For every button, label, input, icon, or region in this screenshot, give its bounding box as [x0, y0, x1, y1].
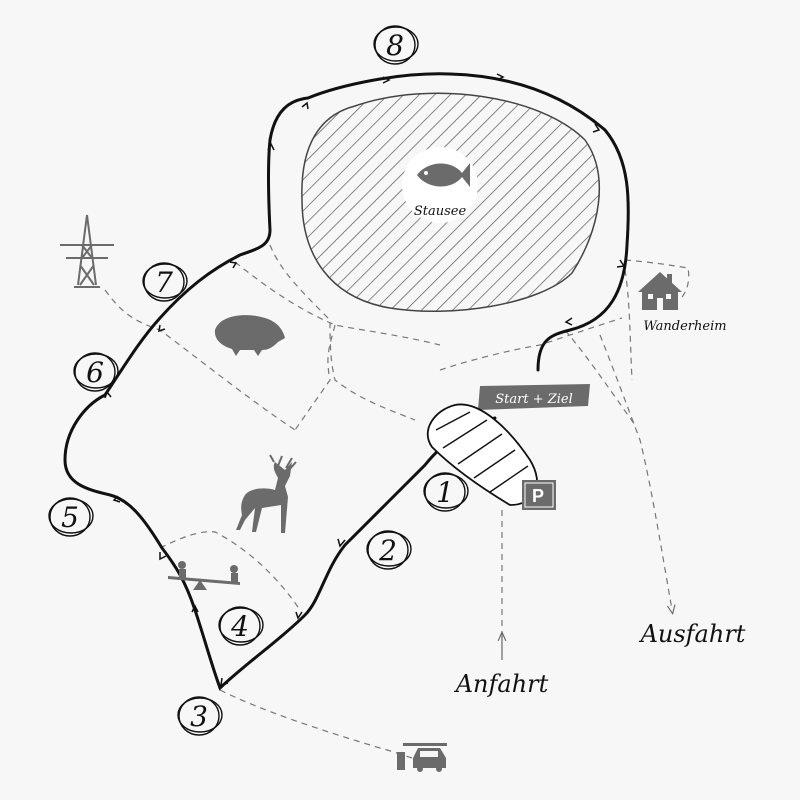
arrival-label: Anfahrt: [454, 670, 549, 698]
station-markers: [48, 25, 469, 736]
lake-label: Stausee: [414, 204, 467, 219]
start-finish-label: Start + Ziel: [495, 392, 573, 407]
start-finish-sign: Start + Ziel: [478, 384, 590, 410]
hostel-label: Wanderheim: [643, 319, 726, 334]
house-icon: [638, 272, 682, 310]
station-3: 3: [190, 700, 208, 733]
station-5: 5: [61, 501, 79, 534]
boar-icon: [214, 315, 285, 356]
lake: [301, 92, 601, 313]
power-pylon-icon: [60, 214, 114, 288]
exit-label: Ausfahrt: [639, 620, 746, 648]
parking-lot: [426, 403, 538, 506]
route-direction-markers: [104, 73, 626, 687]
parking-icon: P: [522, 480, 556, 510]
hiking-route: [63, 72, 630, 691]
station-6: 6: [86, 356, 104, 389]
station-8: 8: [386, 29, 404, 62]
fish-icon: [417, 163, 470, 187]
parking-symbol: P: [532, 486, 544, 506]
station-1: 1: [436, 476, 454, 509]
dashed-paths: [104, 244, 690, 759]
barrier-car-icon: [397, 743, 447, 772]
station-4: 4: [230, 610, 249, 643]
seesaw-icon: [168, 561, 240, 590]
deer-icon: [236, 454, 297, 533]
station-2: 2: [378, 534, 397, 567]
station-7: 7: [155, 266, 173, 299]
